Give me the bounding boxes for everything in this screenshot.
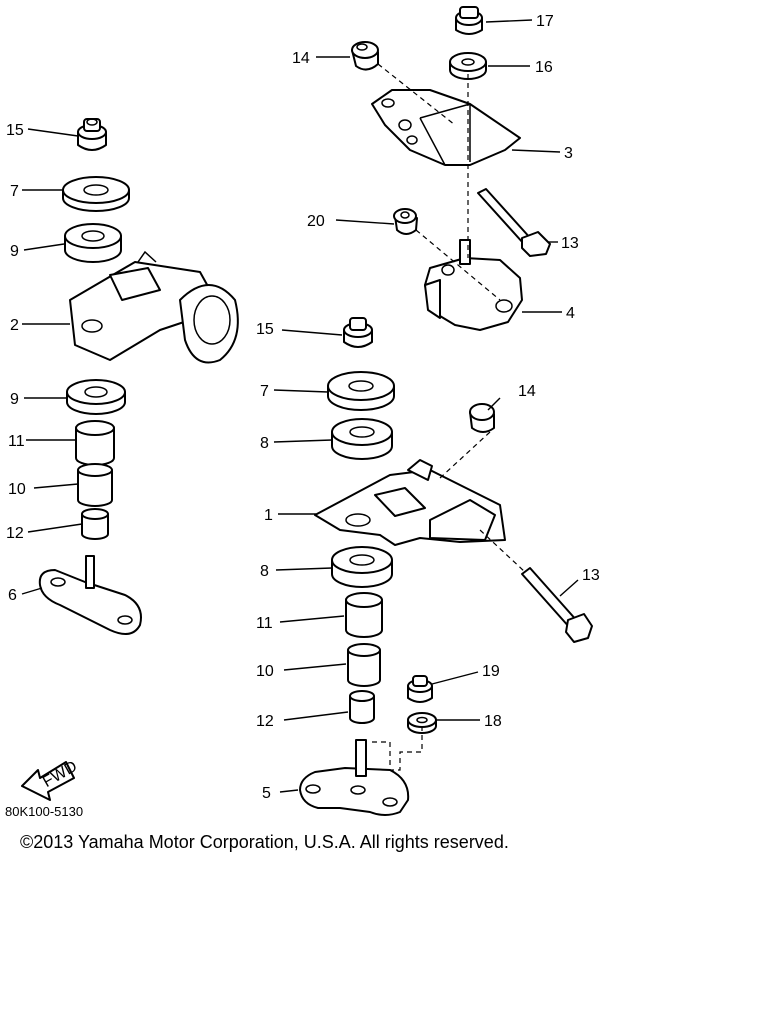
callout-11-center: 11 — [256, 615, 273, 632]
callout-4: 4 — [566, 305, 575, 322]
callout-16: 16 — [535, 59, 553, 76]
callout-13-upper: 13 — [561, 235, 579, 252]
part-7-washer-left — [62, 176, 130, 212]
callout-15-left: 15 — [6, 122, 24, 139]
part-1-bracket — [314, 459, 506, 546]
callout-18: 18 — [484, 713, 502, 730]
part-14-cap-lower — [469, 403, 495, 433]
part-13-bolt-upper — [477, 188, 551, 257]
part-13-bolt-lower — [521, 567, 593, 643]
part-20-nut — [393, 208, 418, 235]
callout-15-center: 15 — [256, 321, 274, 338]
part-3-bracket — [371, 89, 521, 166]
part-6-mount-plate — [38, 555, 142, 635]
callout-numbers: 17 14 16 3 20 13 4 15 7 9 2 9 11 10 12 6… — [6, 13, 600, 802]
part-10-collar-center — [347, 643, 381, 687]
part-7-washer-center — [327, 371, 395, 411]
callout-12-left: 12 — [6, 525, 24, 542]
callout-14-upper: 14 — [292, 50, 310, 67]
part-15-nut-left — [77, 118, 107, 151]
callout-6: 6 — [8, 587, 17, 604]
callout-19: 19 — [482, 663, 500, 680]
part-16-washer — [449, 52, 487, 80]
callout-13-lower: 13 — [582, 567, 600, 584]
part-8-damper-lower — [331, 546, 393, 588]
copyright-notice: ©2013 Yamaha Motor Corporation, U.S.A. A… — [20, 832, 509, 852]
callout-7-center: 7 — [260, 383, 269, 400]
part-9-damper-upper-left — [64, 223, 122, 263]
part-11-collar-left — [75, 420, 115, 466]
part-14-cap-upper — [351, 41, 379, 71]
callout-9-lower-left: 9 — [10, 391, 19, 408]
callout-11-left: 11 — [8, 433, 25, 450]
diagram-code: 80K100-5130 — [5, 804, 84, 819]
part-18-washer — [407, 712, 437, 734]
part-19-nut — [407, 675, 433, 703]
callout-3: 3 — [564, 145, 573, 162]
part-10-collar-left — [77, 463, 113, 507]
part-9-damper-lower-left — [66, 379, 126, 415]
callout-20: 20 — [307, 213, 325, 230]
callout-9-upper-left: 9 — [10, 243, 19, 260]
callout-5: 5 — [262, 785, 271, 802]
part-15-nut-center — [343, 317, 373, 348]
callout-8-upper: 8 — [260, 435, 269, 452]
exploded-parts-diagram: FWD 17 14 16 3 — [6, 6, 600, 816]
callout-2: 2 — [10, 317, 19, 334]
callout-10-left: 10 — [8, 481, 26, 498]
leader-lines — [21, 19, 579, 793]
callout-8-lower: 8 — [260, 563, 269, 580]
part-4-engine-mount — [424, 239, 523, 331]
callout-10-center: 10 — [256, 663, 274, 680]
part-11-collar-center — [345, 592, 383, 638]
part-8-damper-upper — [331, 418, 393, 460]
part-17-nut — [455, 6, 483, 35]
fwd-arrow-icon: FWD — [21, 758, 80, 801]
part-12-collar-left — [81, 508, 109, 540]
part-2-bracket — [69, 250, 239, 364]
callout-7-left: 7 — [10, 183, 19, 200]
callout-14-lower: 14 — [518, 383, 536, 400]
callout-17: 17 — [536, 13, 554, 30]
part-5-mount-plate — [299, 739, 410, 816]
part-12-collar-center — [349, 690, 375, 724]
callout-1: 1 — [264, 507, 273, 524]
callout-12-center: 12 — [256, 713, 274, 730]
